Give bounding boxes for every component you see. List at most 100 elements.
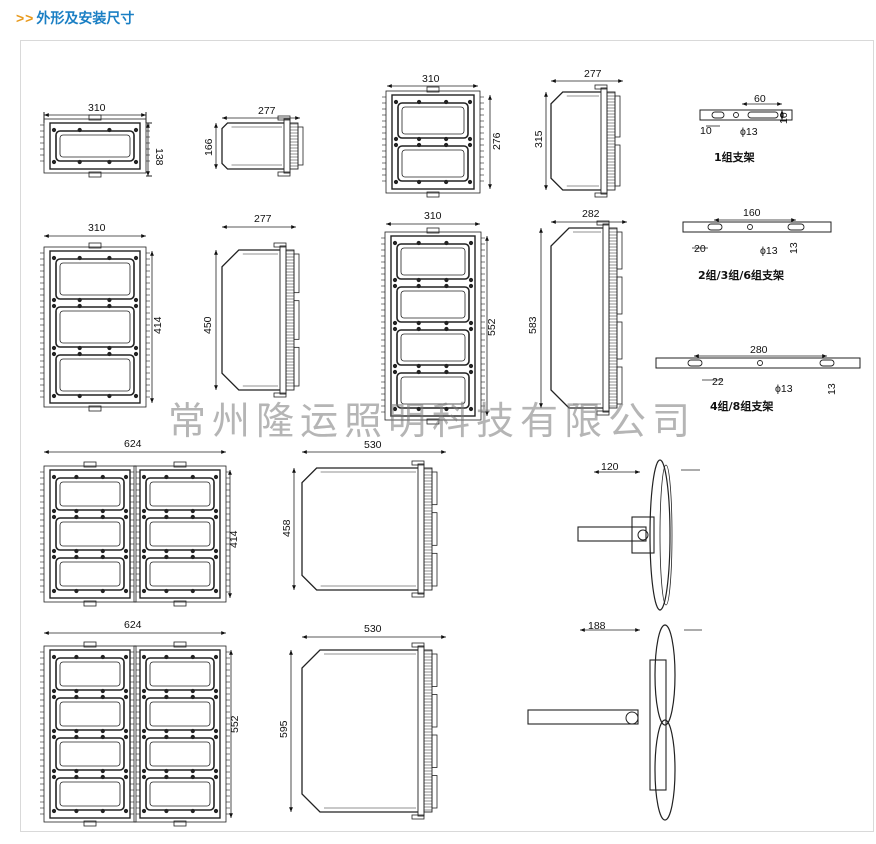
- bracket-1-offset: 10: [700, 125, 712, 137]
- screw: [74, 474, 79, 480]
- screw: [393, 136, 399, 142]
- screw: [444, 326, 449, 332]
- screw: [100, 514, 105, 520]
- lamp-d-front-height: 552: [486, 318, 498, 336]
- screw: [74, 768, 79, 774]
- screw: [468, 283, 474, 289]
- bracket-2-hole: ϕ13: [760, 245, 778, 257]
- lamp-f-front-left-top-tab: [83, 641, 97, 648]
- screw: [393, 179, 399, 185]
- screw: [164, 734, 169, 740]
- screw: [213, 774, 219, 780]
- lamp-e-front-left-lens: [55, 517, 125, 551]
- screw: [190, 554, 195, 560]
- screw: [74, 588, 79, 594]
- screw: [77, 127, 82, 133]
- screw: [100, 508, 105, 514]
- lamp-a-side-frame: [283, 118, 291, 174]
- bracket-1-thick: 10: [778, 112, 790, 124]
- lamp-e-front-left-flange: [43, 465, 137, 603]
- lamp-d-front-lens-inner: [400, 376, 466, 405]
- screw: [123, 694, 129, 700]
- screw: [141, 548, 147, 554]
- lamp-f-side-height: 595: [278, 720, 290, 738]
- screw: [213, 734, 219, 740]
- lamp-d-side-height: 583: [527, 316, 539, 334]
- header-title: 外形及安装尺寸: [36, 10, 135, 26]
- lamp-d-front-housing: [390, 235, 476, 417]
- lamp-d-side-frame: [602, 223, 610, 413]
- lamp-d-front-lens-inner: [400, 290, 466, 319]
- lamp-f-side-heatsink: [423, 649, 433, 813]
- lamp-f-front-left-lens-inner: [59, 781, 121, 807]
- lamp-e-front-right-lens-inner: [149, 561, 211, 587]
- screw: [164, 474, 169, 480]
- bracket-1-slot: [711, 111, 725, 119]
- lamp-f-front-right-lens: [145, 777, 215, 811]
- screw: [77, 351, 82, 357]
- screw: [190, 768, 195, 774]
- screw: [141, 728, 147, 734]
- screw: [444, 406, 449, 412]
- lamp-c-side-lens-cap: [293, 253, 300, 294]
- screw: [392, 240, 398, 246]
- lamp-f-front-right-lens: [145, 697, 215, 731]
- screw: [107, 297, 112, 303]
- screw: [213, 654, 219, 660]
- bracket-3-bar: [655, 357, 861, 369]
- lamp-a-front-height: 138: [153, 148, 165, 166]
- screw: [77, 303, 82, 309]
- bracket-1-span: 60: [754, 93, 766, 105]
- lamp-e-side-bottom-tab: [411, 592, 425, 598]
- lamp-e-front-right-lens-inner: [149, 521, 211, 547]
- screw: [74, 774, 79, 780]
- lamp-b-side-lens-cap: [614, 144, 621, 187]
- screw: [444, 136, 449, 142]
- screw: [100, 768, 105, 774]
- lamp-e-side-lens-cap: [431, 471, 438, 506]
- screw: [393, 99, 399, 105]
- screw: [133, 393, 139, 399]
- screw: [392, 326, 398, 332]
- screw: [468, 326, 474, 332]
- lamp-d-side-lens-cap: [616, 231, 623, 270]
- lamp-d-front-bottom-tab: [426, 418, 440, 425]
- lamp-b-side-frame: [600, 87, 608, 195]
- screw: [416, 369, 421, 375]
- lamp-f-front-left-lens: [55, 697, 125, 731]
- screw: [51, 554, 57, 560]
- lamp-d-front-lens-inner: [400, 333, 466, 362]
- screw: [51, 548, 57, 554]
- bracket-2-thick: 13: [788, 242, 800, 254]
- lamp-e-front-right-top-tab: [173, 461, 187, 468]
- lamp-c-side-height: 450: [202, 316, 214, 334]
- screw: [74, 808, 79, 814]
- screw: [392, 369, 398, 375]
- screw: [77, 255, 82, 261]
- lamp-a-side-bottom-tab: [277, 171, 291, 177]
- mount-2-disc-top: [654, 624, 676, 726]
- screw: [51, 474, 57, 480]
- screw: [141, 514, 147, 520]
- lamp-e-front-left-housing: [49, 469, 131, 599]
- lamp-f-front-right-lens-inner: [149, 661, 211, 687]
- screw: [100, 688, 105, 694]
- screw: [190, 734, 195, 740]
- lamp-f-front-width: 624: [124, 619, 142, 631]
- screw: [123, 808, 129, 814]
- bracket-2-bar: [682, 221, 832, 233]
- screw: [51, 588, 57, 594]
- screw: [100, 554, 105, 560]
- lamp-e-side-height: 458: [281, 519, 293, 537]
- screw: [141, 474, 147, 480]
- screw: [392, 363, 398, 369]
- screw: [164, 768, 169, 774]
- lamp-f-front-height: 552: [229, 715, 241, 733]
- screw: [164, 808, 169, 814]
- lamp-d-side-lens-cap: [616, 321, 623, 360]
- screw: [123, 688, 129, 694]
- lamp-b-side-height: 315: [533, 130, 545, 148]
- screw: [416, 240, 421, 246]
- screw: [416, 326, 421, 332]
- screw: [416, 406, 421, 412]
